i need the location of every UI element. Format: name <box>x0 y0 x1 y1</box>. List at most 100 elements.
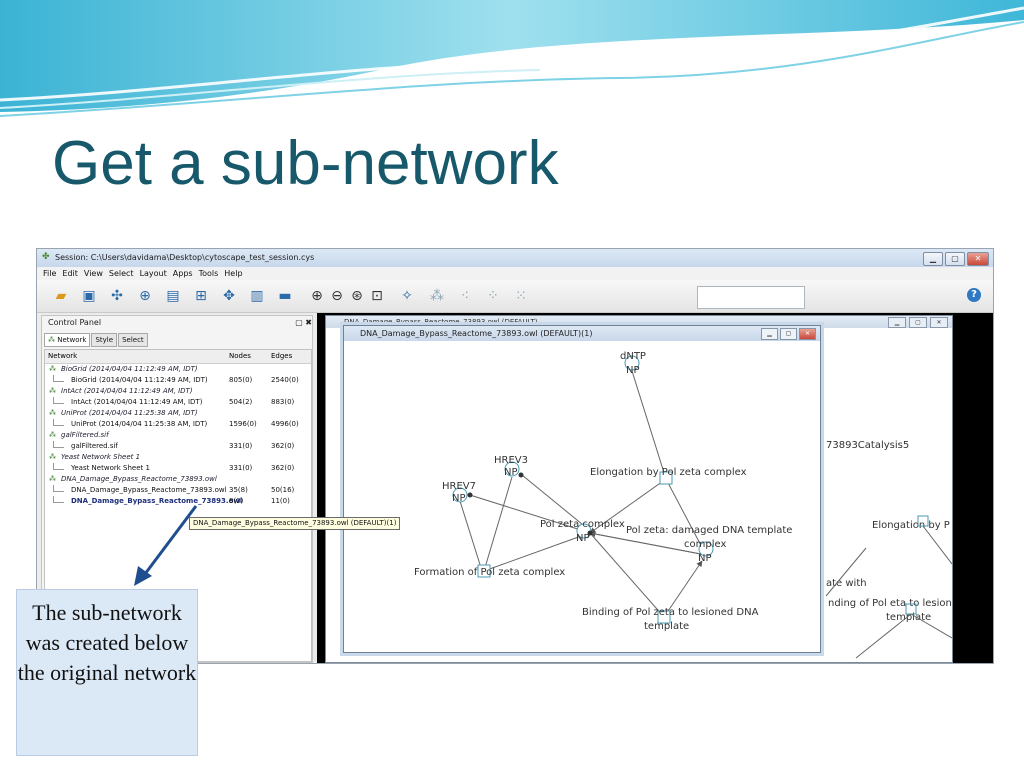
menu-view[interactable]: View <box>83 269 103 278</box>
node-dntp[interactable] <box>624 355 640 371</box>
bg-maximize-button[interactable]: ▢ <box>909 317 927 328</box>
tab-network[interactable]: ⁂ Network <box>44 333 91 347</box>
original-network-title: DNA_Damage_Bypass_Reactome_73893.owl (DE… <box>344 318 538 326</box>
callout-box: The sub-network was created below the or… <box>16 589 198 756</box>
hide-selected-icon[interactable]: ⁂ <box>430 288 444 304</box>
network-collection-icon: ⁂ <box>49 431 56 439</box>
zoom-selected-icon[interactable]: ⊛ <box>351 288 363 304</box>
label-elongation: Elongation by Pol zeta complex <box>590 467 747 478</box>
export-table-icon[interactable]: ▥ <box>250 288 264 304</box>
menu-edit[interactable]: Edit <box>62 269 78 278</box>
import-table-url-icon[interactable]: ⊞ <box>195 288 207 304</box>
edge <box>589 532 665 618</box>
zoom-out-icon[interactable]: ⊖ <box>331 288 343 304</box>
label-hrev7: HREV7 <box>442 481 476 492</box>
network-collection-row[interactable]: ⁂galFiltered.sif <box>49 431 109 439</box>
label-pol-zeta: Pol zeta complex <box>540 519 625 530</box>
network-table-header: Network Nodes Edges <box>45 350 311 364</box>
network-row[interactable]: IntAct (2014/04/04 11:12:49 AM, IDT)504(… <box>45 397 311 408</box>
save-icon[interactable]: ▣ <box>82 288 96 304</box>
label-np: NP <box>452 493 466 504</box>
first-neighbors-icon[interactable]: ⁘ <box>487 288 499 304</box>
export-network-icon[interactable]: ✥ <box>223 288 235 304</box>
node-formation[interactable] <box>477 564 491 578</box>
label-np: NP <box>576 533 590 544</box>
network-collection-row[interactable]: ⁂Yeast Network Sheet 1 <box>49 453 141 461</box>
node-pol-zeta-damaged[interactable] <box>698 541 714 557</box>
control-panel-title: Control Panel <box>48 318 102 327</box>
label-np: NP <box>626 365 640 376</box>
import-network-icon[interactable]: ✣ <box>111 288 123 304</box>
float-close-icon[interactable]: ▢ ✖ <box>295 318 312 327</box>
subnetwork-canvas[interactable]: dNTP NP HREV3 NP HREV7 NP Elongation by … <box>344 341 820 651</box>
minimize-button[interactable]: ▁ <box>923 252 943 266</box>
node-connector <box>467 492 473 498</box>
toolbar: ▰ ▣ ✣ ⊕ ▤ ⊞ ✥ ▥ ▬ ⊕ ⊖ ⊛ ⊡ ✧ ⁂ ⁖ ⁘ ⁙ ? <box>37 280 993 313</box>
sub-maximize-button[interactable]: ▢ <box>780 328 797 340</box>
control-panel-tabs: ⁂ Network Style Select <box>44 333 148 347</box>
node-hrev7[interactable] <box>452 487 468 503</box>
sub-close-button[interactable]: ✕ <box>799 328 816 340</box>
network-collection-icon: ⁂ <box>49 475 56 483</box>
network-collection-row[interactable]: ⁂BioGrid (2014/04/04 11:12:49 AM, IDT) <box>49 365 198 373</box>
menu-tools[interactable]: Tools <box>198 269 219 278</box>
pointer-arrow <box>134 505 198 586</box>
edge <box>589 478 667 534</box>
menu-layout[interactable]: Layout <box>139 269 167 278</box>
network-row[interactable]: BioGrid (2014/04/04 11:12:49 AM, IDT)805… <box>45 375 311 386</box>
network-row[interactable]: UniProt (2014/04/04 11:25:38 AM, IDT)159… <box>45 419 311 430</box>
bg-minimize-button[interactable]: ▁ <box>888 317 906 328</box>
export-image-icon[interactable]: ▬ <box>278 288 292 304</box>
network-layout-icon[interactable]: ✧ <box>401 288 413 304</box>
column-nodes[interactable]: Nodes <box>229 352 251 360</box>
bg-close-button[interactable]: ✕ <box>930 317 948 328</box>
network-collection-row[interactable]: ⁂UniProt (2014/04/04 11:25:38 AM, IDT) <box>49 409 198 417</box>
subnetwork-view[interactable]: DNA_Damage_Bypass_Reactome_73893.owl (DE… <box>343 325 821 653</box>
window-title: Session: C:\Users\davidama\Desktop\cytos… <box>55 253 315 262</box>
menu-apps[interactable]: Apps <box>172 269 193 278</box>
label-np: NP <box>504 467 518 478</box>
bg-edge <box>922 525 952 565</box>
slide-title: Get a sub-network <box>52 129 559 198</box>
network-collection-row[interactable]: ⁂DNA_Damage_Bypass_Reactome_73893.owl <box>49 475 217 483</box>
open-folder-icon[interactable]: ▰ <box>55 288 67 304</box>
column-network[interactable]: Network <box>48 352 78 360</box>
tab-select[interactable]: Select <box>118 333 148 347</box>
zoom-in-icon[interactable]: ⊕ <box>311 288 323 304</box>
menu-file[interactable]: File <box>43 269 57 278</box>
network-collection-row[interactable]: ⁂IntAct (2014/04/04 11:12:49 AM, IDT) <box>49 387 193 395</box>
tab-style[interactable]: Style <box>91 333 118 347</box>
bg-node-label: ate with <box>826 578 867 589</box>
node-hrev3[interactable] <box>504 461 520 477</box>
close-button[interactable]: ✕ <box>967 252 989 266</box>
control-panel-header: Control Panel ▢ ✖ <box>42 316 318 330</box>
node-binding[interactable] <box>657 610 671 624</box>
menu-help[interactable]: Help <box>224 269 243 278</box>
bg-node-label: Elongation by P <box>872 520 950 531</box>
search-input[interactable] <box>697 286 805 309</box>
original-network-canvas[interactable]: 73893Catalysis5 Elongation by P ate with… <box>326 328 952 662</box>
edge <box>665 478 707 556</box>
maximize-button[interactable]: ▢ <box>945 252 965 266</box>
label-formation: Formation of Pol zeta complex <box>414 567 565 578</box>
show-all-icon[interactable]: ⁖ <box>460 288 470 304</box>
import-network-url-icon[interactable]: ⊕ <box>139 288 151 304</box>
import-table-icon[interactable]: ▤ <box>166 288 180 304</box>
bg-node-label: template <box>886 612 931 623</box>
node-connector <box>587 530 593 536</box>
help-icon[interactable]: ? <box>967 288 981 302</box>
column-edges[interactable]: Edges <box>271 352 293 360</box>
zoom-fit-icon[interactable]: ⊡ <box>371 288 383 304</box>
label-pol-zeta-damaged-2: complex <box>684 539 726 550</box>
new-network-from-selection-icon[interactable]: ⁙ <box>515 288 527 304</box>
edge <box>459 500 483 572</box>
menu-select[interactable]: Select <box>108 269 134 278</box>
edge <box>521 474 589 530</box>
sub-minimize-button[interactable]: ▁ <box>761 328 778 340</box>
callout-text: The sub-network was created below the or… <box>17 600 197 685</box>
node-elongation[interactable] <box>659 471 673 485</box>
